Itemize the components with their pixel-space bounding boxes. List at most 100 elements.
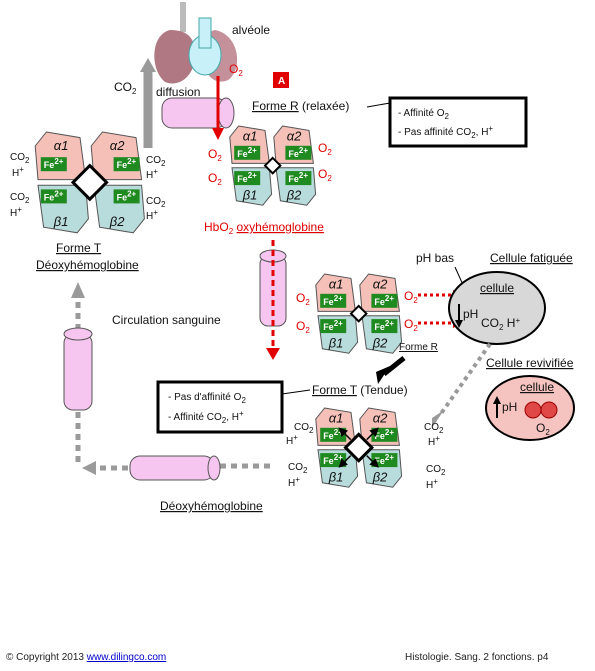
cellule-revivifiee-label: Cellule revivifiée xyxy=(486,356,574,370)
ph-fatiguee-label: pH xyxy=(463,307,478,321)
svg-text:Fe2+: Fe2+ xyxy=(323,453,343,466)
svg-text:Fe2+: Fe2+ xyxy=(323,428,343,441)
cellule-revivifiee-cellule-label: cellule xyxy=(520,380,554,394)
svg-text:O2: O2 xyxy=(208,147,222,163)
heme-fe-box xyxy=(320,319,347,334)
svg-text:α2: α2 xyxy=(373,276,388,291)
heme-fe-box xyxy=(40,189,67,204)
heme-fe-box xyxy=(320,293,347,308)
heme-fe-box xyxy=(113,189,140,204)
svg-text:α1: α1 xyxy=(54,138,69,153)
svg-text:O2: O2 xyxy=(208,171,222,187)
circulation-label: Circulation sanguine xyxy=(112,313,221,327)
alveole-label: alvéole xyxy=(232,23,270,37)
ph-revivifiee-label: pH xyxy=(502,400,517,414)
svg-text:H+: H+ xyxy=(12,165,24,179)
heme-fe-box xyxy=(40,157,67,172)
forme-r-properties-box xyxy=(388,96,528,148)
diffusion-label: diffusion xyxy=(156,85,200,99)
svg-text:Fe2+: Fe2+ xyxy=(288,146,308,159)
cellule-fatiguee xyxy=(448,271,546,345)
heme-fe-box xyxy=(285,171,312,186)
heme-fe-box xyxy=(371,293,398,308)
svg-text:O2: O2 xyxy=(404,317,418,333)
tube-left xyxy=(63,333,93,411)
footer-copyright: © Copyright 2013 www.dilingco.com xyxy=(6,652,167,663)
badge-a xyxy=(273,72,289,88)
svg-text:H+: H+ xyxy=(426,477,438,491)
footer-site-link[interactable]: www.dilingco.com xyxy=(86,652,167,663)
deoxy-left-label: Déoxyhémoglobine xyxy=(36,258,139,272)
central-cavity xyxy=(343,432,375,463)
svg-text:H+: H+ xyxy=(146,167,158,181)
svg-text:Fe2+: Fe2+ xyxy=(44,189,64,202)
svg-text:β1: β1 xyxy=(53,214,69,229)
svg-text:H+: H+ xyxy=(10,205,22,219)
central-cavity xyxy=(263,156,282,175)
svg-text:CO2: CO2 xyxy=(288,462,308,475)
forme-r-label: Forme R (relaxée) xyxy=(252,99,349,113)
svg-text:CO2: CO2 xyxy=(146,196,166,209)
svg-text:Fe2+: Fe2+ xyxy=(374,453,394,466)
pas-affinite-co2-text: - Pas affinité CO2, H+ xyxy=(398,124,493,140)
svg-text:β2: β2 xyxy=(109,214,125,229)
svg-text:H+: H+ xyxy=(146,208,158,222)
forme-t-left-label: Forme T xyxy=(56,241,102,255)
svg-text:Fe2+: Fe2+ xyxy=(237,146,257,159)
svg-text:O2: O2 xyxy=(296,319,310,335)
o2-alveole-label: O2 xyxy=(229,62,243,78)
svg-text:Fe2+: Fe2+ xyxy=(374,319,394,332)
svg-text:O2: O2 xyxy=(296,291,310,307)
svg-text:H+: H+ xyxy=(428,434,440,448)
heme-fe-box xyxy=(371,319,398,334)
svg-text:Fe2+: Fe2+ xyxy=(237,171,257,184)
svg-text:CO2: CO2 xyxy=(424,422,444,435)
expansion-arrow xyxy=(338,455,352,468)
svg-text:H+: H+ xyxy=(286,433,298,447)
expansion-arrow xyxy=(366,455,379,468)
lung-alveolus-illustration xyxy=(154,2,238,84)
svg-text:α1: α1 xyxy=(329,276,344,291)
heme-fe-box xyxy=(234,171,261,186)
heme-fe-box xyxy=(285,145,312,160)
forme-t-tendue-label: Forme T (Tendue) xyxy=(312,383,408,397)
central-cavity xyxy=(349,304,368,323)
svg-text:Fe2+: Fe2+ xyxy=(117,157,137,170)
svg-text:O2: O2 xyxy=(404,289,418,305)
svg-text:CO2: CO2 xyxy=(146,155,166,168)
affinite-co2-text: - Affinité CO2, H+ xyxy=(168,409,244,425)
svg-text:Fe2+: Fe2+ xyxy=(288,171,308,184)
svg-text:Fe2+: Fe2+ xyxy=(323,319,343,332)
svg-text:Fe2+: Fe2+ xyxy=(117,189,137,202)
forme-r-small-label: Forme R xyxy=(399,342,438,353)
svg-text:Fe2+: Fe2+ xyxy=(374,294,394,307)
tube-top xyxy=(161,97,227,129)
central-cavity xyxy=(70,163,109,202)
svg-text:β1: β1 xyxy=(242,188,258,203)
co2-h-cell-label: CO2 H+ xyxy=(481,316,520,332)
svg-text:β2: β2 xyxy=(372,336,388,351)
deoxy-bottom-label: Déoxyhémoglobine xyxy=(160,499,263,513)
svg-text:α2: α2 xyxy=(373,410,388,425)
svg-text:CO2: CO2 xyxy=(10,152,30,165)
forme-t-properties-box xyxy=(156,380,284,434)
tube-bottom xyxy=(129,455,215,481)
ph-bas-label: pH bas xyxy=(416,251,454,265)
svg-text:A: A xyxy=(278,76,285,87)
svg-text:CO2: CO2 xyxy=(10,192,30,205)
expansion-arrow xyxy=(338,427,352,441)
co2-diffusion-label: CO2 xyxy=(114,80,137,96)
svg-text:O2: O2 xyxy=(318,141,332,157)
heme-fe-box xyxy=(113,157,140,172)
svg-text:H+: H+ xyxy=(288,475,300,489)
hemoglobin-forme-t-left: α1Fe2+α2Fe2+β1Fe2+β2Fe2+CO2H+CO2H+CO2H+C… xyxy=(10,131,166,234)
hbo2-label: HbO2 oxyhémoglobine xyxy=(204,220,324,236)
footer-page: Histologie. Sang. 2 fonctions. p4 xyxy=(405,652,549,663)
svg-text:α1: α1 xyxy=(329,410,344,425)
cellule-fatiguee-label: Cellule fatiguée xyxy=(490,251,573,265)
svg-text:α1: α1 xyxy=(243,128,258,143)
svg-text:Fe2+: Fe2+ xyxy=(323,294,343,307)
